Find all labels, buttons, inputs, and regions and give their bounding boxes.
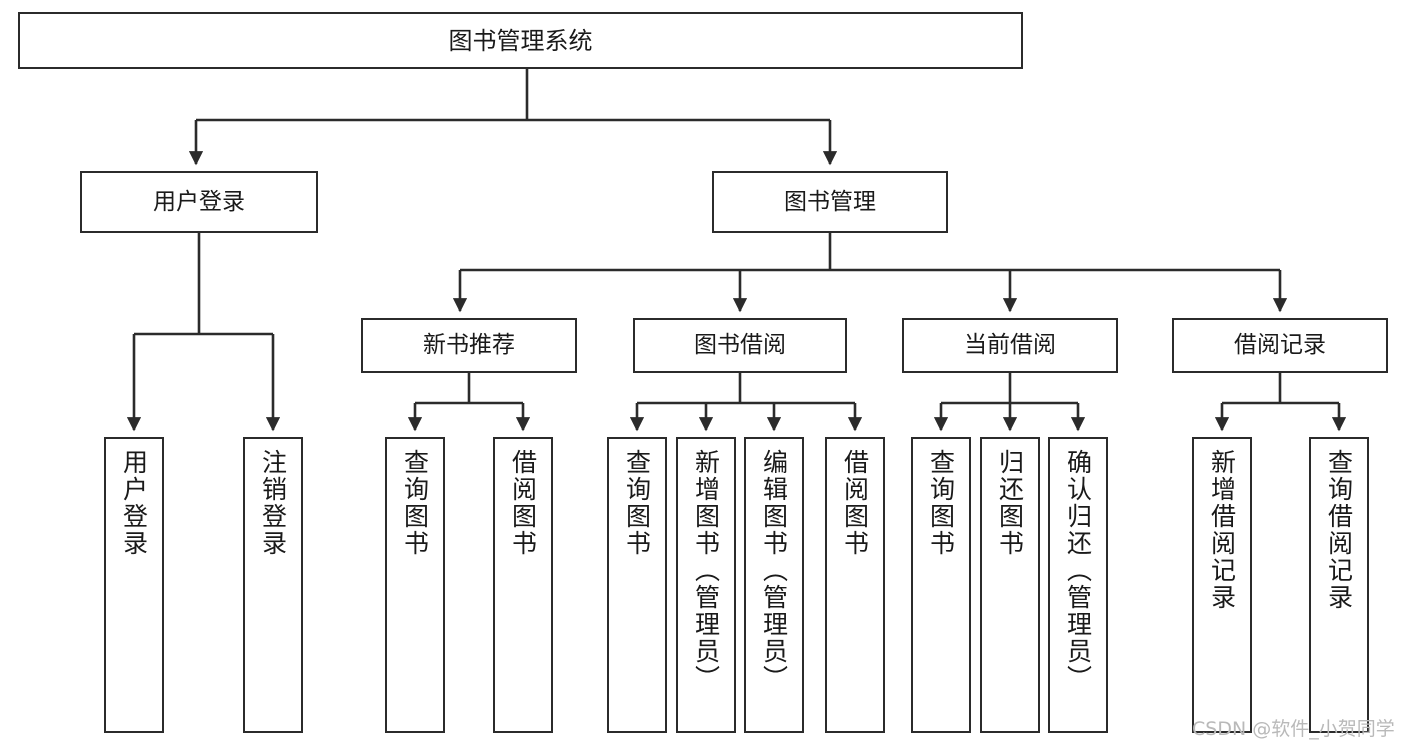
node-leaf-return-book-label: 归还图书 [995, 449, 1025, 557]
node-leaf-user-logout-label: 注销登录 [258, 449, 288, 557]
node-leaf-user-logout[interactable]: 注销登录 [243, 437, 303, 733]
node-leaf-query-borrow-record-label: 查询借阅记录 [1324, 449, 1354, 611]
node-new-book-recommend[interactable]: 新书推荐 [361, 318, 577, 373]
node-root-system-label: 图书管理系统 [448, 26, 593, 55]
node-user-login[interactable]: 用户登录 [80, 171, 318, 233]
node-leaf-user-login[interactable]: 用户登录 [104, 437, 164, 733]
node-leaf-edit-book-label: 编辑图书（管理员） [759, 449, 789, 692]
node-book-management[interactable]: 图书管理 [712, 171, 948, 233]
node-leaf-query-book-recommend[interactable]: 查询图书 [385, 437, 445, 733]
node-borrow-record[interactable]: 借阅记录 [1172, 318, 1388, 373]
node-leaf-confirm-return[interactable]: 确认归还（管理员） [1048, 437, 1108, 733]
node-leaf-edit-book[interactable]: 编辑图书（管理员） [744, 437, 804, 733]
node-leaf-borrow-book-label: 借阅图书 [840, 449, 870, 557]
node-current-borrow[interactable]: 当前借阅 [902, 318, 1118, 373]
node-leaf-add-borrow-record-label: 新增借阅记录 [1207, 449, 1237, 611]
node-leaf-user-login-label: 用户登录 [119, 449, 149, 557]
node-leaf-add-book[interactable]: 新增图书（管理员） [676, 437, 736, 733]
node-leaf-query-book-current-label: 查询图书 [926, 449, 956, 557]
node-leaf-return-book[interactable]: 归还图书 [980, 437, 1040, 733]
node-leaf-query-borrow-record[interactable]: 查询借阅记录 [1309, 437, 1369, 733]
node-leaf-borrow-book[interactable]: 借阅图书 [825, 437, 885, 733]
node-leaf-confirm-return-label: 确认归还（管理员） [1063, 449, 1093, 692]
node-leaf-add-book-label: 新增图书（管理员） [691, 449, 721, 692]
node-current-borrow-label: 当前借阅 [964, 332, 1056, 359]
node-borrow-record-label: 借阅记录 [1234, 332, 1326, 359]
node-book-management-label: 图书管理 [784, 188, 876, 215]
node-leaf-borrow-book-recommend-label: 借阅图书 [508, 449, 538, 557]
node-leaf-add-borrow-record[interactable]: 新增借阅记录 [1192, 437, 1252, 733]
csdn-watermark: CSDN @软件_小贺同学 [1192, 718, 1395, 740]
node-leaf-borrow-book-recommend[interactable]: 借阅图书 [493, 437, 553, 733]
node-new-book-recommend-label: 新书推荐 [423, 332, 515, 359]
node-leaf-query-book-current[interactable]: 查询图书 [911, 437, 971, 733]
node-root-system[interactable]: 图书管理系统 [18, 12, 1023, 69]
node-book-borrow-label: 图书借阅 [694, 332, 786, 359]
node-user-login-label: 用户登录 [153, 188, 245, 215]
node-leaf-query-book-borrow-label: 查询图书 [622, 449, 652, 557]
node-book-borrow[interactable]: 图书借阅 [633, 318, 847, 373]
node-leaf-query-book-borrow[interactable]: 查询图书 [607, 437, 667, 733]
node-leaf-query-book-recommend-label: 查询图书 [400, 449, 430, 557]
